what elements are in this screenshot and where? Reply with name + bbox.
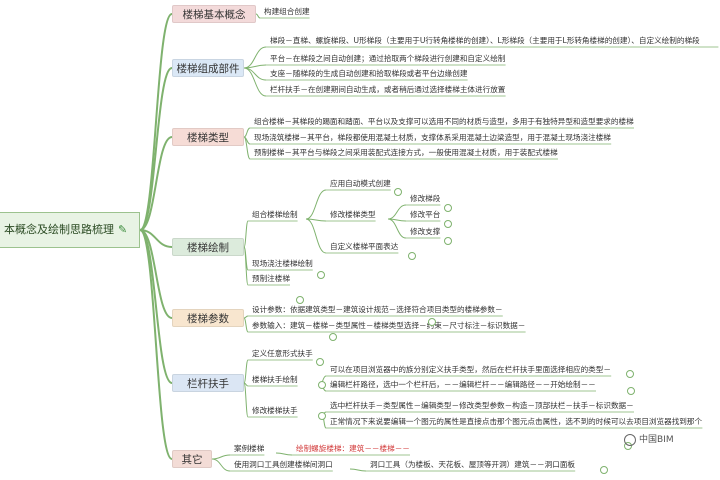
connector-line bbox=[243, 64, 267, 69]
topic-label[interactable]: 设计参数：依据建筑类型－建筑设计规范－选择符合项目类型的楼梯参数－ bbox=[252, 305, 503, 314]
connector-line bbox=[139, 67, 173, 231]
connector-line bbox=[243, 136, 251, 160]
branch-b5[interactable]: 楼梯参数 bbox=[172, 309, 244, 327]
topic-label[interactable]: 可以在项目浏览器中的族分别定义扶手类型，然后在栏杆扶手里面选择相应的类型－ bbox=[330, 365, 611, 374]
collapse-toggle[interactable] bbox=[329, 333, 337, 341]
topic-label[interactable]: 修改支撑 bbox=[410, 227, 441, 236]
connector-line bbox=[387, 204, 407, 220]
topic-label[interactable]: 组合楼梯绘制 bbox=[252, 210, 298, 219]
connector-line bbox=[243, 382, 249, 418]
collapse-toggle[interactable] bbox=[316, 358, 324, 366]
topic-label[interactable]: 编辑栏杆路径，选中一个栏杆后，－－编辑栏杆－－编辑路径－－开始绘制－－ bbox=[330, 380, 596, 389]
collapse-toggle[interactable] bbox=[428, 318, 436, 326]
topic-label[interactable]: 楼梯扶手绘制 bbox=[252, 375, 298, 384]
connector-line bbox=[211, 454, 231, 460]
collapse-toggle[interactable] bbox=[296, 296, 304, 304]
collapse-toggle[interactable] bbox=[318, 381, 326, 389]
connector-line bbox=[243, 220, 249, 248]
connector-line bbox=[139, 229, 173, 460]
pencil-icon: ✎ bbox=[118, 223, 128, 236]
topic-label[interactable]: 构建组合创建 bbox=[264, 7, 310, 16]
topic-label[interactable]: 自定义楼梯平面表达 bbox=[330, 242, 399, 251]
topic-label[interactable]: 修改楼梯扶手 bbox=[252, 406, 298, 415]
connector-line bbox=[387, 218, 407, 239]
collapse-toggle[interactable] bbox=[600, 466, 608, 474]
collapse-toggle[interactable] bbox=[408, 252, 416, 260]
connector-line bbox=[243, 315, 249, 319]
topic-label[interactable]: 预制注楼梯 bbox=[252, 274, 290, 283]
root-label: 本概念及绘制思路梳理 bbox=[4, 223, 114, 236]
collapse-toggle[interactable] bbox=[444, 204, 452, 212]
topic-label[interactable]: 选中栏杆扶手－类型属性－编辑类型－修改类型参数－构造－顶部扶栏－扶手－标识数据－ bbox=[330, 401, 634, 410]
connector-line bbox=[243, 359, 249, 384]
connector-line bbox=[305, 189, 327, 220]
connector-line bbox=[275, 452, 293, 456]
topic-label[interactable]: 预制楼梯－其平台与梯段之间采用装配式连接方式，一般使用混凝土材质，用于装配式楼梯 bbox=[254, 148, 558, 157]
topic-label[interactable]: 平台－在梯段之间自动创建；通过拾取两个梯段进行创建和自定义绘制 bbox=[270, 54, 506, 63]
branch-b2[interactable]: 楼梯组成部件 bbox=[172, 59, 244, 77]
connector-line bbox=[243, 67, 267, 81]
topic-label[interactable]: 修改楼梯类型 bbox=[330, 210, 376, 219]
topic-label[interactable]: 现场浇注楼梯绘制 bbox=[252, 259, 313, 268]
connector-line bbox=[305, 218, 327, 254]
branch-b1[interactable]: 楼梯基本概念 bbox=[172, 5, 256, 23]
branch-b7[interactable]: 其它 bbox=[172, 450, 212, 468]
branch-b4[interactable]: 楼梯绘制 bbox=[172, 238, 244, 256]
wechat-icon bbox=[624, 433, 636, 446]
topic-label[interactable]: 定义任意形式扶手 bbox=[252, 349, 313, 358]
connector-line bbox=[243, 317, 249, 333]
topic-label[interactable]: 参数输入：建筑－楼梯－类型属性－楼梯类型选择－约束－尺寸标注－标识数据－ bbox=[252, 321, 526, 330]
connector-line bbox=[243, 67, 267, 97]
collapse-toggle[interactable] bbox=[627, 387, 635, 395]
topic-label[interactable]: 修改平台 bbox=[410, 210, 441, 219]
topic-label[interactable]: 支座－随梯段的生成自动创建和拾取梯段或者平台边缘创建 bbox=[270, 69, 468, 78]
connector-line bbox=[243, 46, 267, 69]
root-topic[interactable]: 本概念及绘制思路梳理 ✎ bbox=[0, 212, 140, 248]
collapse-toggle[interactable] bbox=[444, 237, 452, 245]
branch-b3[interactable]: 楼梯类型 bbox=[172, 128, 244, 146]
topic-label[interactable]: 组合楼梯－其梯段的踢面和踏面、平台以及支撑可以选用不同的材质与造型，多用于有独特… bbox=[254, 117, 634, 126]
connector-line bbox=[211, 458, 231, 472]
collapse-toggle[interactable] bbox=[318, 412, 326, 420]
topic-label[interactable]: 应用自动模式创建 bbox=[330, 179, 391, 188]
connector-line bbox=[139, 136, 173, 231]
connector-line bbox=[243, 246, 249, 286]
collapse-toggle[interactable] bbox=[444, 220, 452, 228]
connector-line bbox=[243, 127, 251, 138]
topic-label[interactable]: 洞口工具（为楼板、天花板、屋顶等开洞）建筑－－洞口面板 bbox=[370, 460, 576, 469]
collapse-toggle[interactable] bbox=[626, 370, 634, 378]
collapse-toggle[interactable] bbox=[317, 271, 325, 279]
topic-label[interactable]: 案例楼梯 bbox=[234, 444, 265, 453]
topic-label[interactable]: 使用洞口工具创建楼梯间洞口 bbox=[234, 460, 333, 469]
watermark-logo: 中国BIM bbox=[624, 430, 720, 450]
collapse-toggle[interactable] bbox=[394, 188, 402, 196]
connector-line bbox=[305, 218, 327, 222]
connector-line bbox=[349, 468, 367, 472]
topic-label[interactable]: 修改梯段 bbox=[410, 194, 441, 203]
topic-label[interactable]: 正常情况下来说要编辑一个图元的属性是直接点击那个图元点击属性，选不到的时候可以去… bbox=[330, 417, 703, 426]
connector-line bbox=[139, 13, 173, 231]
branch-b6[interactable]: 栏杆扶手 bbox=[172, 374, 244, 392]
topic-label[interactable]: 梯段－直梯、螺旋梯段、U形梯段（主要用于U行转角楼梯的创建）、L形梯段（主要用于… bbox=[270, 36, 700, 45]
connector-line bbox=[139, 229, 173, 384]
topic-label[interactable]: 栏杆扶手－在创建期间自动生成，或者稍后通过选择楼梯主体进行放置 bbox=[270, 85, 506, 94]
connector-line bbox=[255, 13, 261, 19]
topic-label[interactable]: 现场浇筑楼梯－其平台，梯段都使用混凝土材质，支撑体系采用混凝土边梁造型，用于混凝… bbox=[254, 133, 611, 142]
topic-label[interactable]: 绘制螺旋楼梯：建筑－－楼梯－－ bbox=[296, 444, 410, 453]
